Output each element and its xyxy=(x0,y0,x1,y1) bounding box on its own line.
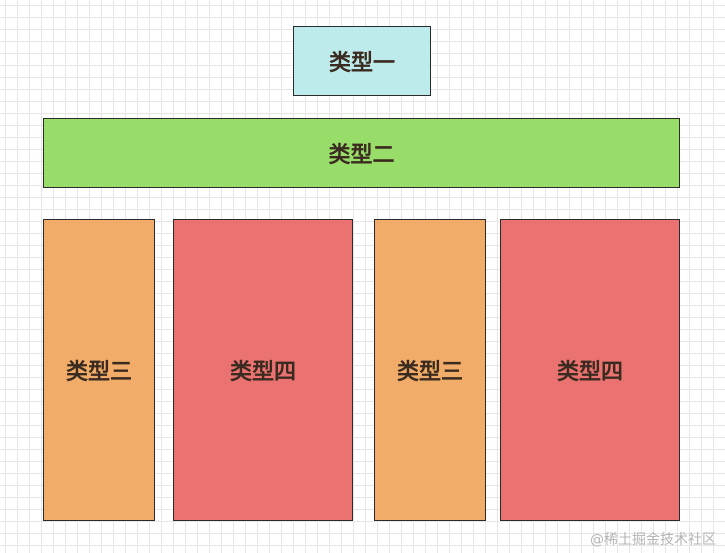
type-3-label-left: 类型三 xyxy=(65,360,132,385)
type-4-label-left: 类型四 xyxy=(229,360,296,385)
watermark: @稀土掘金技术社区 xyxy=(590,532,716,548)
type-4-box-right: 类型四 xyxy=(500,219,680,521)
type-3-box-right: 类型三 xyxy=(374,219,486,521)
type-4-box-left: 类型四 xyxy=(173,219,353,521)
type-2-label: 类型二 xyxy=(328,143,395,168)
type-3-box-left: 类型三 xyxy=(43,219,155,521)
type-1-box: 类型一 xyxy=(293,26,431,96)
type-1-label: 类型一 xyxy=(328,51,395,76)
type-4-label-right: 类型四 xyxy=(556,360,623,385)
type-2-box: 类型二 xyxy=(43,118,680,188)
type-3-label-right: 类型三 xyxy=(396,360,463,385)
